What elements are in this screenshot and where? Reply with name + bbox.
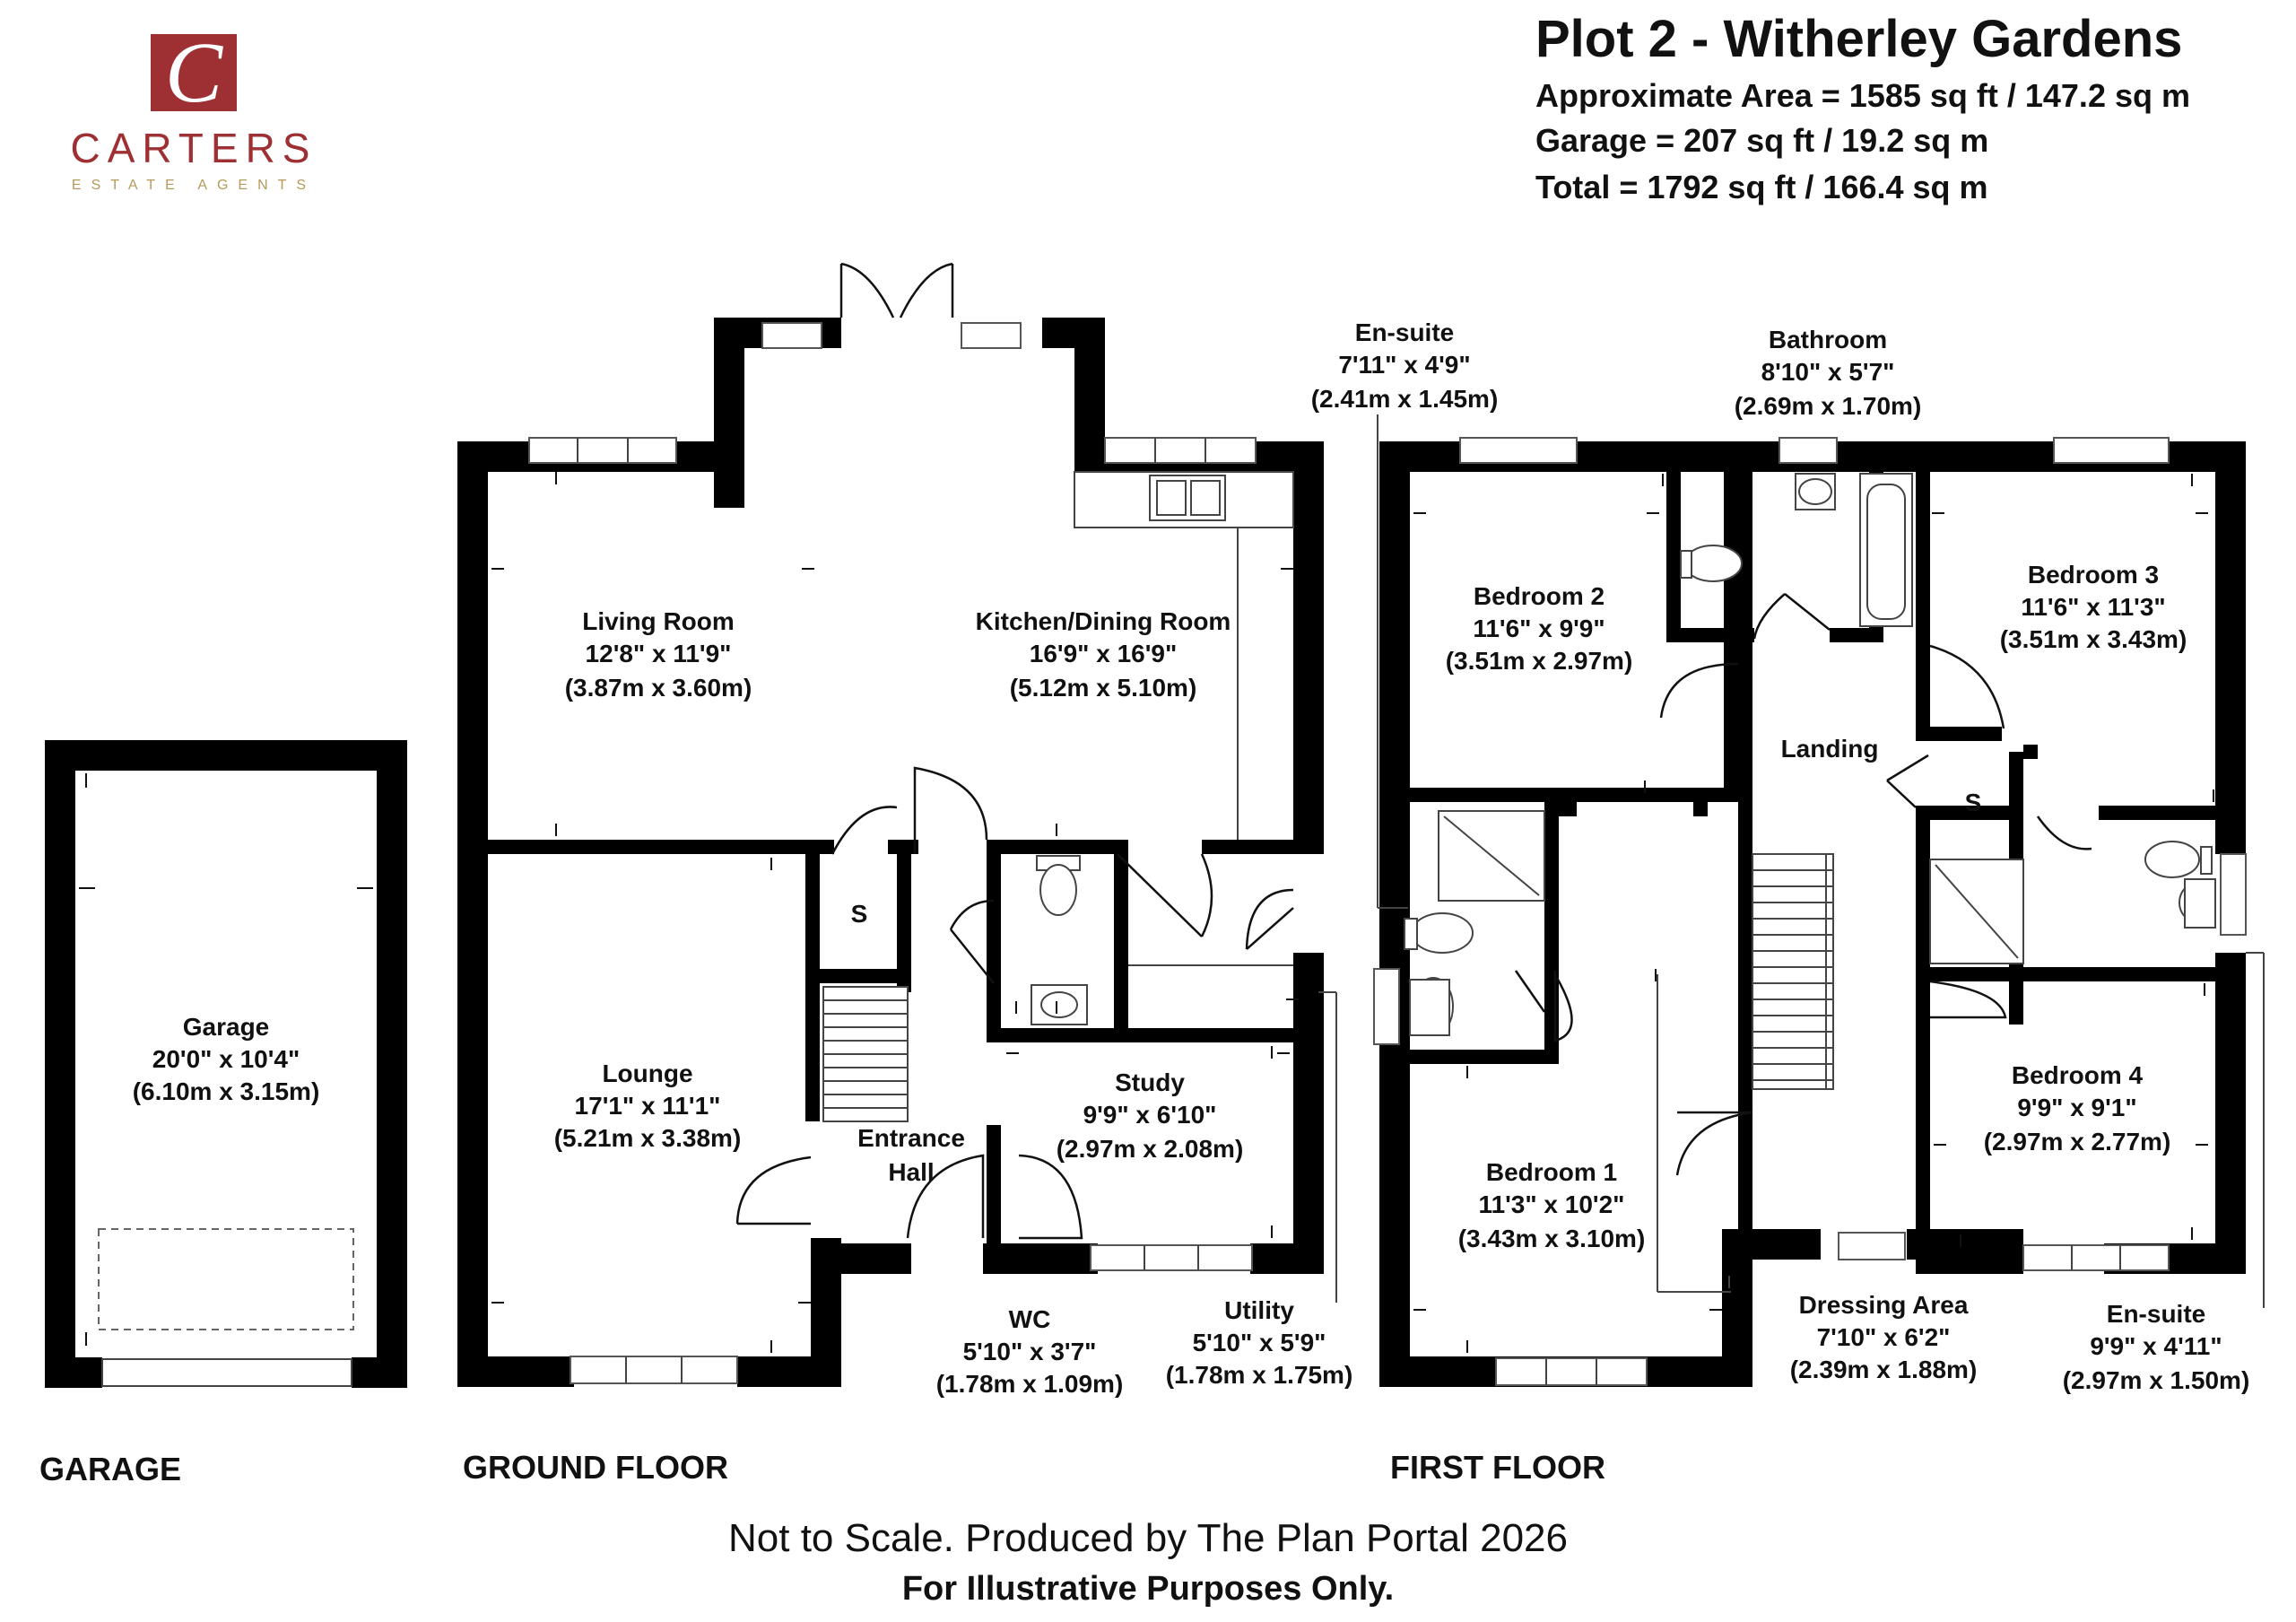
brand-tagline: ESTATE AGENTS <box>71 178 317 193</box>
room-size-metric: (6.10m x 3.15m) <box>133 1077 320 1105</box>
room-label-entrance-hall: Entrance Hall <box>857 1124 965 1186</box>
room-name: Living Room <box>582 607 735 635</box>
room-size-metric: (3.51m x 2.97m) <box>1446 647 1633 675</box>
room-size-imperial: 8'10" x 5'7" <box>1761 358 1895 386</box>
room-label-bedroom-2: Bedroom 2 11'6" x 9'9" (3.51m x 2.97m) <box>1446 582 1633 675</box>
page-title: Plot 2 - Witherley Gardens <box>1535 10 2183 68</box>
carters-monogram-icon: C <box>151 30 237 116</box>
room-name: Bedroom 3 <box>2028 561 2159 589</box>
room-name: Bathroom <box>1769 326 1887 353</box>
room-name: Bedroom 4 <box>2012 1061 2144 1089</box>
garage-plan <box>45 740 407 1388</box>
room-size-imperial: 16'9" x 16'9" <box>1030 640 1177 667</box>
dimension-markers <box>491 472 2214 1353</box>
carters-logo: C CARTERS ESTATE AGENTS <box>59 27 328 206</box>
room-name-line2: Hall <box>888 1158 934 1186</box>
room-size-imperial: 5'10" x 3'7" <box>963 1338 1097 1365</box>
room-name: WC <box>1009 1305 1051 1333</box>
room-label-store-first: S <box>1965 789 1982 816</box>
room-size-imperial: 9'9" x 6'10" <box>1083 1101 1217 1129</box>
room-size-imperial: 12'8" x 11'9" <box>586 640 732 667</box>
room-label-ensuite-1: En-suite 7'11" x 4'9" (2.41m x 1.45m) <box>1311 318 1499 413</box>
room-size-metric: (2.69m x 1.70m) <box>1735 392 1922 420</box>
room-label-kitchen: Kitchen/Dining Room 16'9" x 16'9" (5.12m… <box>976 607 1231 702</box>
room-size-imperial: 7'10" x 6'2" <box>1817 1323 1951 1351</box>
ground-floor-plan <box>457 262 1324 1387</box>
floor-label-garage: GARAGE <box>39 1451 181 1487</box>
scale-note: Not to Scale. Produced by The Plan Porta… <box>728 1516 1568 1560</box>
room-label-store-ground: S <box>851 900 868 928</box>
room-size-imperial: 11'6" x 11'3" <box>2021 593 2165 621</box>
room-size-imperial: 11'6" x 9'9" <box>1473 615 1605 642</box>
floor-label-ground: GROUND FLOOR <box>463 1449 728 1486</box>
garage-area: Garage = 207 sq ft / 19.2 sq m <box>1535 122 1989 159</box>
room-label-utility: Utility 5'10" x 5'9" (1.78m x 1.75m) <box>1166 1296 1353 1389</box>
room-name: Study <box>1115 1068 1185 1096</box>
room-size-metric: (3.43m x 3.10m) <box>1458 1225 1646 1252</box>
room-size-imperial: 9'9" x 4'11" <box>2090 1332 2222 1360</box>
room-label-living-room: Living Room 12'8" x 11'9" (3.87m x 3.60m… <box>565 607 752 702</box>
room-size-imperial: 20'0" x 10'4" <box>152 1045 300 1073</box>
room-name: Bedroom 2 <box>1474 582 1605 610</box>
room-label-dressing-area: Dressing Area 7'10" x 6'2" (2.39m x 1.88… <box>1790 1291 1978 1383</box>
room-name: En-suite <box>2107 1300 2205 1328</box>
room-name-line1: Entrance <box>857 1124 965 1152</box>
room-size-metric: (2.97m x 2.77m) <box>1984 1128 2171 1155</box>
room-name: Dressing Area <box>1799 1291 1969 1319</box>
room-label-wc: WC 5'10" x 3'7" (1.78m x 1.09m) <box>936 1305 1124 1398</box>
room-size-imperial: 9'9" x 9'1" <box>2017 1094 2136 1121</box>
room-label-bedroom-1: Bedroom 1 11'3" x 10'2" (3.43m x 3.10m) <box>1458 1158 1646 1252</box>
first-floor-plan <box>1318 414 2265 1387</box>
room-size-metric: (1.78m x 1.09m) <box>936 1370 1124 1398</box>
room-name: Lounge <box>602 1060 692 1087</box>
room-label-landing: Landing <box>1781 735 1879 763</box>
room-name: Garage <box>183 1013 270 1041</box>
room-size-metric: (3.87m x 3.60m) <box>565 674 752 702</box>
room-name: En-suite <box>1355 318 1454 346</box>
room-name: Utility <box>1224 1296 1294 1324</box>
brand-name: CARTERS <box>70 125 317 171</box>
room-size-imperial: 5'10" x 5'9" <box>1193 1329 1326 1356</box>
room-size-metric: (5.12m x 5.10m) <box>1010 674 1197 702</box>
room-name: Bedroom 1 <box>1486 1158 1617 1186</box>
disclaimer: For Illustrative Purposes Only. <box>901 1570 1395 1608</box>
room-name: Kitchen/Dining Room <box>976 607 1231 635</box>
room-size-metric: (3.51m x 3.43m) <box>2000 625 2187 653</box>
room-size-imperial: 11'3" x 10'2" <box>1479 1190 1625 1218</box>
total-area: Total = 1792 sq ft / 166.4 sq m <box>1535 169 1988 205</box>
room-size-metric: (5.21m x 3.38m) <box>554 1124 742 1152</box>
room-size-metric: (2.97m x 1.50m) <box>2063 1366 2250 1394</box>
room-size-imperial: 17'1" x 11'1" <box>575 1092 721 1120</box>
garage-car-space <box>98 1228 354 1330</box>
room-label-bedroom-4: Bedroom 4 9'9" x 9'1" (2.97m x 2.77m) <box>1984 1061 2171 1155</box>
room-label-lounge: Lounge 17'1" x 11'1" (5.21m x 3.38m) <box>554 1060 742 1152</box>
room-label-bedroom-3: Bedroom 3 11'6" x 11'3" (3.51m x 3.43m) <box>2000 561 2187 653</box>
room-label-garage: Garage 20'0" x 10'4" (6.10m x 3.15m) <box>133 1013 320 1105</box>
room-size-metric: (1.78m x 1.75m) <box>1166 1361 1353 1389</box>
room-label-study: Study 9'9" x 6'10" (2.97m x 2.08m) <box>1057 1068 1244 1163</box>
floor-label-first: FIRST FLOOR <box>1390 1449 1605 1486</box>
room-size-metric: (2.39m x 1.88m) <box>1790 1356 1978 1383</box>
room-label-ensuite-2: En-suite 9'9" x 4'11" (2.97m x 1.50m) <box>2063 1300 2250 1394</box>
room-size-imperial: 7'11" x 4'9" <box>1338 351 1470 379</box>
room-label-bathroom: Bathroom 8'10" x 5'7" (2.69m x 1.70m) <box>1735 326 1922 420</box>
room-size-metric: (2.97m x 2.08m) <box>1057 1135 1244 1163</box>
garage-door <box>101 1358 352 1387</box>
approximate-area: Approximate Area = 1585 sq ft / 147.2 sq… <box>1535 77 2190 114</box>
room-size-metric: (2.41m x 1.45m) <box>1311 385 1499 413</box>
